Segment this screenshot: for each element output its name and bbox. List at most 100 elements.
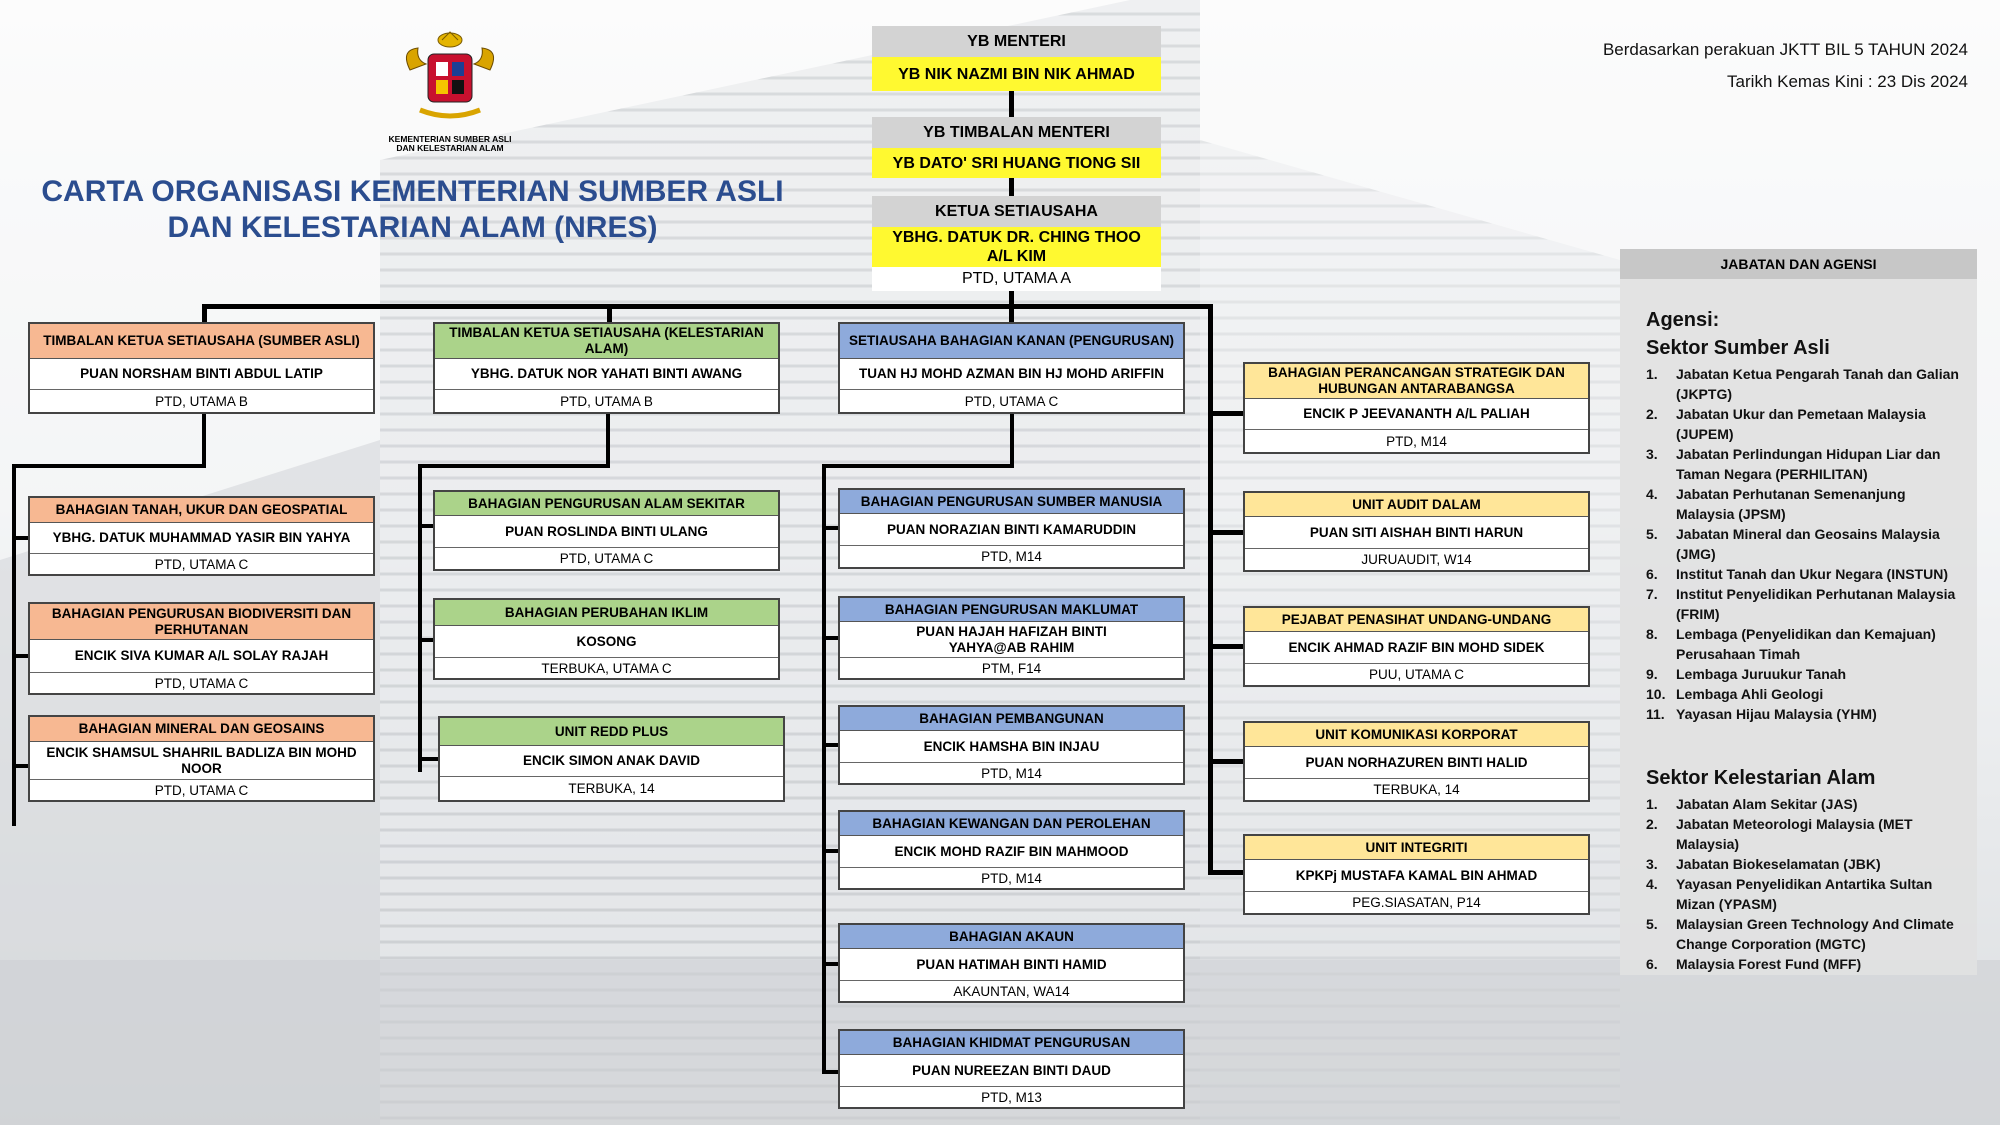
- deputy-minister-box: YB TIMBALAN MENTERI YB DATO' SRI HUANG T…: [872, 117, 1161, 178]
- box-grade: PTD, UTAMA B: [155, 393, 248, 409]
- unit-box: UNIT KOMUNIKASI KORPORAT PUAN NORHAZUREN…: [1243, 721, 1590, 802]
- agency-name: Jabatan Mineral dan Geosains Malaysia (J…: [1676, 526, 1940, 562]
- agency-item: 11.Yayasan Hijau Malaysia (YHM): [1646, 704, 1966, 724]
- box-officer-name: PUAN SITI AISHAH BINTI HARUN: [1245, 517, 1588, 549]
- agency-item: 1.Jabatan Alam Sekitar (JAS): [1646, 794, 1966, 814]
- box-title: BAHAGIAN KHIDMAT PENGURUSAN: [840, 1031, 1183, 1055]
- agency-name: Jabatan Biokeselamatan (JBK): [1676, 856, 1881, 872]
- agency-item: 8.Lembaga (Penyelidikan dan Kemajuan) Pe…: [1646, 624, 1966, 664]
- box-officer-name: YBHG. DATUK MUHAMMAD YASIR BIN YAHYA: [30, 523, 373, 554]
- box-grade: PTD, UTAMA B: [560, 393, 653, 409]
- connector: [607, 304, 612, 324]
- box-title: BAHAGIAN TANAH, UKUR DAN GEOSPATIAL: [30, 498, 373, 523]
- secretary-general-name: YBHG. DATUK DR. CHING THOO A/L KIM: [872, 227, 1161, 267]
- division-box: BAHAGIAN PENGURUSAN MAKLUMAT PUAN HAJAH …: [838, 596, 1185, 680]
- agency-item: 6.Institut Tanah dan Ukur Negara (INSTUN…: [1646, 564, 1966, 584]
- box-title: PEJABAT PENASIHAT UNDANG-UNDANG: [1245, 608, 1588, 632]
- box-title: UNIT KOMUNIKASI KORPORAT: [1245, 723, 1588, 747]
- agency-item: 9.Lembaga Juruukur Tanah: [1646, 664, 1966, 684]
- secretary-general-label: KETUA SETIAUSAHA: [872, 196, 1161, 227]
- connector: [1208, 530, 1243, 535]
- box-grade: PUU, UTAMA C: [1368, 667, 1464, 682]
- agency-number: 10.: [1646, 686, 1666, 702]
- agency-name: Jabatan Ketua Pengarah Tanah dan Galian …: [1676, 366, 1959, 402]
- connector: [1009, 91, 1014, 119]
- box-officer-name: PUAN HAJAH HAFIZAH BINTI YAHYA@AB RAHIM: [840, 622, 1183, 658]
- box-title: BAHAGIAN AKAUN: [840, 925, 1183, 949]
- agency-number: 6.: [1646, 956, 1658, 972]
- agency-number: 11.: [1646, 706, 1665, 722]
- box-title: BAHAGIAN KEWANGAN DAN PEROLEHAN: [840, 812, 1183, 836]
- agency-number: 6.: [1646, 566, 1658, 582]
- unit-box: UNIT REDD PLUS ENCIK SIMON ANAK DAVID TE…: [438, 716, 785, 802]
- coat-of-arms-icon: [405, 31, 495, 119]
- sector-title: Sektor Kelestarian Alam: [1646, 767, 1876, 789]
- box-officer-name: PUAN HATIMAH BINTI HAMID: [840, 949, 1183, 981]
- box-title: TIMBALAN KETUA SETIAUSAHA (SUMBER ASLI): [30, 324, 373, 359]
- agency-number: 9.: [1646, 666, 1658, 682]
- box-title: UNIT REDD PLUS: [440, 718, 783, 746]
- division-box: BAHAGIAN PERANCANGAN STRATEGIK DAN HUBUN…: [1243, 362, 1590, 454]
- connector: [822, 464, 826, 1074]
- box-grade: PTD, UTAMA C: [559, 551, 654, 566]
- agency-name: Lembaga (Penyelidikan dan Kemajuan) Peru…: [1676, 626, 1936, 662]
- connector: [202, 304, 207, 324]
- connector: [822, 743, 840, 747]
- box-grade: JURUAUDIT, W14: [1361, 552, 1472, 567]
- division-box: BAHAGIAN PENGURUSAN SUMBER MANUSIA PUAN …: [838, 488, 1185, 569]
- connector: [1208, 411, 1243, 416]
- box-grade: PTD, M14: [981, 765, 1042, 781]
- agency-number: 4.: [1646, 876, 1658, 892]
- connector: [12, 654, 30, 658]
- agensi-label: Agensi:: [1646, 309, 1720, 331]
- box-title: UNIT AUDIT DALAM: [1245, 493, 1588, 517]
- connector: [202, 304, 1210, 309]
- agency-name: Yayasan Penyelidikan Antartika Sultan Mi…: [1676, 876, 1933, 912]
- agency-item: 4. Yayasan Penyelidikan Antartika Sultan …: [1646, 874, 1966, 914]
- box-grade: PEG.SIASATAN, P14: [1352, 895, 1481, 910]
- division-box: BAHAGIAN PENGURUSAN BIODIVERSITI DAN PER…: [28, 602, 375, 695]
- agency-name: Jabatan Perhutanan Semenanjung Malaysia …: [1676, 486, 1906, 522]
- agency-name: Jabatan Ukur dan Pemetaan Malaysia (JUPE…: [1676, 406, 1926, 442]
- connector: [1208, 644, 1243, 649]
- agency-number: 3.: [1646, 856, 1658, 872]
- agency-name: Institut Penyelidikan Perhutanan Malaysi…: [1676, 586, 1956, 622]
- agency-number: 2.: [1646, 816, 1658, 832]
- sector-kelestarian-alam-list: 1.Jabatan Alam Sekitar (JAS)2.Jabatan Me…: [1646, 794, 1966, 974]
- box-grade: PTD, M14: [981, 870, 1042, 886]
- connector: [12, 536, 30, 540]
- agency-item: 3. Jabatan Biokeselamatan (JBK): [1646, 854, 1966, 874]
- box-title: BAHAGIAN PENGURUSAN ALAM SEKITAR: [435, 492, 778, 516]
- box-officer-name: ENCIK HAMSHA BIN INJAU: [840, 731, 1183, 763]
- box-grade: TERBUKA, 14: [568, 781, 655, 796]
- box-title: BAHAGIAN PENGURUSAN SUMBER MANUSIA: [840, 490, 1183, 514]
- connector: [822, 526, 840, 530]
- agency-item: 5.Jabatan Mineral dan Geosains Malaysia …: [1646, 524, 1966, 564]
- box-grade: PTM, F14: [981, 660, 1042, 676]
- box-officer-name: ENCIK P JEEVANANTH A/L PALIAH: [1245, 399, 1588, 430]
- box-grade: TERBUKA, 14: [1373, 782, 1460, 797]
- box-officer-name: ENCIK MOHD RAZIF BIN MAHMOOD: [840, 836, 1183, 868]
- connector: [418, 464, 422, 772]
- box-officer-name: ENCIK SHAMSUL SHAHRIL BADLIZA BIN MOHD N…: [30, 742, 373, 780]
- agencies-panel-header: JABATAN DAN AGENSI: [1620, 249, 1977, 279]
- logo-caption: KEMENTERIAN SUMBER ASLI DAN KELESTARIAN …: [388, 134, 512, 153]
- agency-item: 4.Jabatan Perhutanan Semenanjung Malaysi…: [1646, 484, 1966, 524]
- agency-item: 10.Lembaga Ahli Geologi: [1646, 684, 1966, 704]
- box-officer-name: PUAN NUREEZAN BINTI DAUD: [840, 1055, 1183, 1087]
- deputy-minister-name: YB DATO' SRI HUANG TIONG SII: [872, 148, 1161, 178]
- sector-sumber-asli-list: 1.Jabatan Ketua Pengarah Tanah dan Galia…: [1646, 364, 1966, 724]
- secretary-general-grade: PTD, UTAMA A: [872, 267, 1161, 291]
- agency-name: Malaysian Green Technology And Climate C…: [1676, 916, 1954, 952]
- agency-item: 5.Malaysian Green Technology And Climate…: [1646, 914, 1966, 954]
- box-grade: PTD, M13: [981, 1089, 1042, 1105]
- connector: [822, 1070, 840, 1074]
- head-sumber-asli-box: TIMBALAN KETUA SETIAUSAHA (SUMBER ASLI) …: [28, 322, 375, 414]
- connector: [1009, 177, 1014, 197]
- agency-item: 2.Jabatan Ukur dan Pemetaan Malaysia (JU…: [1646, 404, 1966, 444]
- box-officer-name: PUAN NORHAZUREN BINTI HALID: [1245, 747, 1588, 779]
- division-box: BAHAGIAN KEWANGAN DAN PEROLEHAN ENCIK MO…: [838, 810, 1185, 890]
- connector: [1208, 870, 1243, 875]
- box-title: BAHAGIAN PENGURUSAN BIODIVERSITI DAN PER…: [30, 604, 373, 640]
